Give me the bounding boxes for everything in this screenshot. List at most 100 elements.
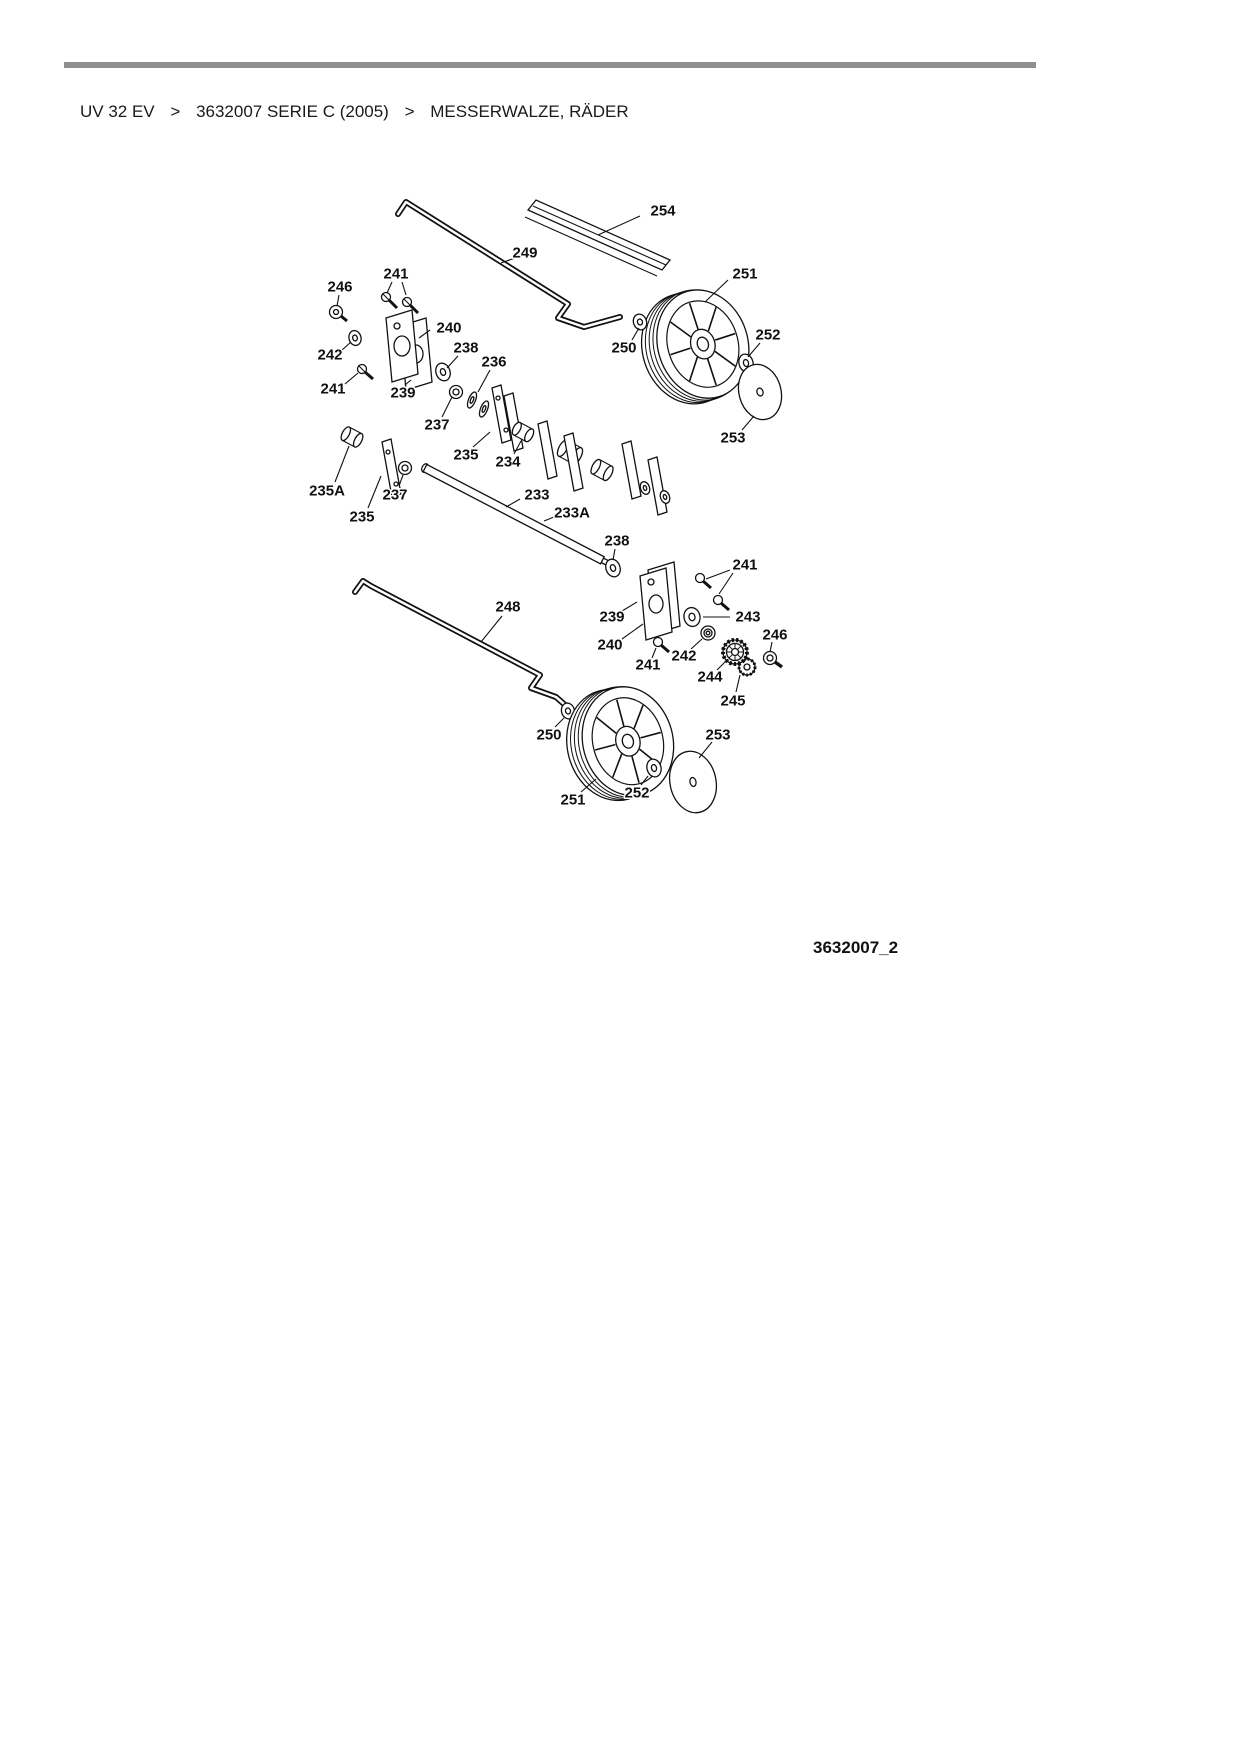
leader-line-248 bbox=[480, 615, 503, 643]
washer-243 bbox=[683, 606, 701, 628]
screw-241-icon bbox=[712, 594, 730, 612]
breadcrumb-model: UV 32 EV bbox=[80, 102, 155, 121]
exploded-parts-diagram: 2542492412462512402382362422502522412392… bbox=[308, 199, 789, 814]
part-label-243: 243 bbox=[735, 609, 760, 626]
part-label-253: 253 bbox=[720, 430, 745, 447]
gear-244 bbox=[721, 638, 749, 666]
leader-line-234 bbox=[513, 440, 522, 455]
part-label-238: 238 bbox=[604, 533, 629, 550]
part-label-236: 236 bbox=[481, 354, 506, 371]
leader-line-241 bbox=[705, 569, 731, 580]
breadcrumb-separator: > bbox=[404, 102, 415, 121]
leader-line-237 bbox=[398, 474, 404, 487]
leader-line-241 bbox=[401, 281, 407, 296]
part-label-240: 240 bbox=[436, 320, 461, 337]
leader-line-238 bbox=[446, 355, 459, 369]
leader-line-253 bbox=[698, 741, 713, 759]
part-label-250: 250 bbox=[611, 340, 636, 357]
nut-237-left bbox=[397, 460, 413, 476]
blade-plate-235-left bbox=[381, 438, 402, 498]
screw-241-icon bbox=[694, 572, 712, 590]
part-label-244: 244 bbox=[697, 669, 723, 686]
part-label-254: 254 bbox=[650, 203, 676, 220]
spacer-234 bbox=[511, 421, 535, 443]
leader-line-250 bbox=[631, 327, 640, 341]
part-label-238: 238 bbox=[453, 340, 478, 357]
flange-nut-242-lower bbox=[700, 625, 716, 641]
roller-sleeve-233a bbox=[590, 458, 614, 482]
leader-line-237 bbox=[441, 396, 453, 418]
part-label-253: 253 bbox=[705, 727, 730, 744]
screw-241-icon bbox=[401, 296, 420, 315]
part-label-241: 241 bbox=[320, 381, 345, 398]
breadcrumb-section: MESSERWALZE, RÄDER bbox=[430, 102, 629, 121]
part-label-245: 245 bbox=[720, 693, 745, 710]
leader-line-251 bbox=[580, 778, 597, 793]
leader-line-241 bbox=[718, 572, 734, 595]
part-label-241: 241 bbox=[732, 557, 757, 574]
spacer-235a bbox=[340, 426, 364, 448]
part-label-235: 235 bbox=[453, 447, 478, 464]
breadcrumb-separator: > bbox=[170, 102, 181, 121]
leader-line-246 bbox=[769, 641, 773, 653]
nut-237-upper bbox=[448, 384, 464, 400]
leader-line-241 bbox=[651, 647, 657, 659]
part-label-242: 242 bbox=[671, 648, 696, 665]
part-label-252: 252 bbox=[624, 785, 649, 802]
part-label-251: 251 bbox=[732, 266, 757, 283]
leader-line-235 bbox=[367, 475, 382, 509]
leader-line-242 bbox=[341, 341, 352, 351]
part-label-250: 250 bbox=[536, 727, 561, 744]
bolt-246-upper bbox=[328, 304, 348, 323]
leader-line-241 bbox=[386, 281, 393, 294]
part-label-239: 239 bbox=[599, 609, 624, 626]
leader-line-233A bbox=[543, 516, 555, 522]
part-label-235A: 235A bbox=[309, 483, 345, 500]
washer-242-upper bbox=[348, 329, 362, 347]
leader-line-242 bbox=[690, 638, 703, 650]
part-label-246: 246 bbox=[327, 279, 352, 296]
part-label-240: 240 bbox=[597, 637, 622, 654]
leader-line-252 bbox=[640, 775, 649, 786]
part-label-239: 239 bbox=[390, 385, 415, 402]
leader-line-252 bbox=[747, 342, 761, 358]
part-label-237: 237 bbox=[382, 487, 407, 504]
leader-line-235A bbox=[334, 445, 350, 483]
hub-cap-253-upper bbox=[737, 363, 783, 421]
leader-line-236 bbox=[477, 369, 491, 393]
washer-250-upper bbox=[632, 313, 648, 331]
part-label-252: 252 bbox=[755, 327, 780, 344]
part-label-235: 235 bbox=[349, 509, 374, 526]
washers-236 bbox=[466, 391, 490, 418]
part-label-251: 251 bbox=[560, 792, 585, 809]
leader-line-250 bbox=[554, 717, 565, 728]
leader-line-249 bbox=[500, 257, 516, 264]
gear-245 bbox=[737, 657, 757, 677]
end-washers-right bbox=[639, 481, 671, 504]
screw-241-icon bbox=[380, 291, 399, 310]
bolt-246-lower bbox=[762, 650, 784, 669]
leader-line-241 bbox=[344, 372, 359, 385]
screw-241-icon bbox=[652, 636, 670, 654]
axle-rod-248 bbox=[352, 578, 567, 707]
leader-line-245 bbox=[735, 674, 741, 693]
part-label-249: 249 bbox=[512, 245, 537, 262]
leader-line-238 bbox=[612, 548, 616, 561]
breadcrumb-series: 3632007 SERIE C (2005) bbox=[196, 102, 389, 121]
leader-line-233 bbox=[505, 498, 521, 508]
leader-line-240 bbox=[621, 623, 644, 640]
part-label-241: 241 bbox=[383, 266, 408, 283]
leader-line-254 bbox=[597, 215, 641, 236]
blade-bar-254 bbox=[524, 199, 672, 277]
part-label-233A: 233A bbox=[554, 505, 590, 522]
screw-241-icon bbox=[356, 363, 374, 381]
leader-line-251 bbox=[704, 279, 729, 303]
leader-line-244 bbox=[716, 660, 727, 671]
leader-line-239 bbox=[404, 379, 412, 386]
leader-line-240 bbox=[418, 329, 431, 339]
breadcrumb: UV 32 EV > 3632007 SERIE C (2005) > MESS… bbox=[80, 102, 629, 122]
part-label-233: 233 bbox=[524, 487, 549, 504]
